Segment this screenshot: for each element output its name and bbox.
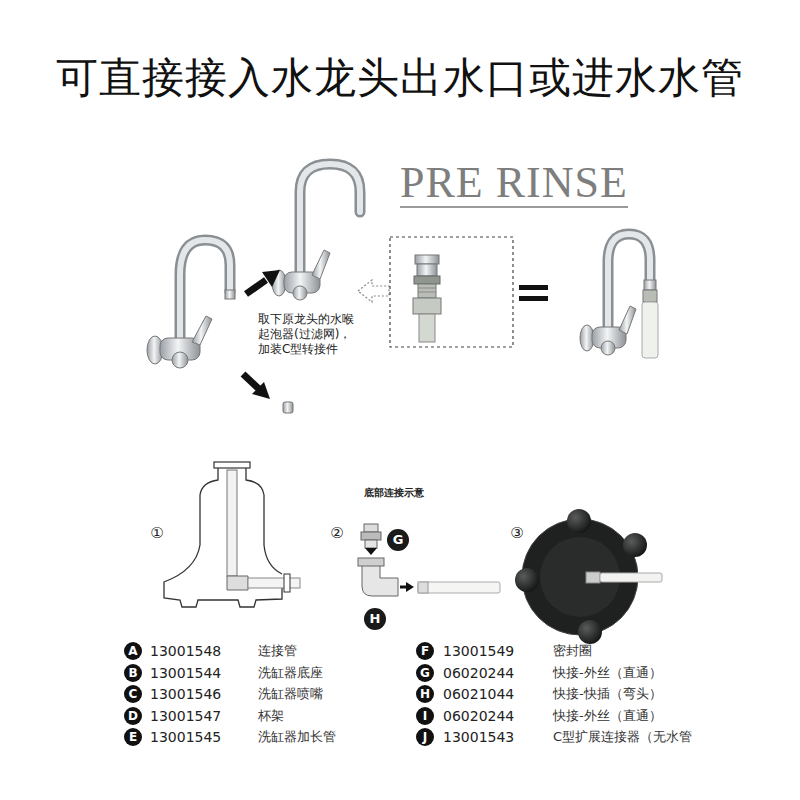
part-name: 快接-外丝（直通） [553, 664, 662, 682]
part-letter: H [364, 608, 386, 630]
part-letter: A [124, 642, 142, 660]
faucet [272, 164, 360, 300]
part-name: C型扩展连接器（无水管 [553, 728, 692, 746]
part-name: 密封圈 [553, 642, 592, 660]
part-letter: G [416, 664, 434, 682]
faucet [147, 240, 235, 368]
part-code: 13001544 [150, 664, 221, 682]
callout-number: ③ [510, 524, 523, 542]
part-letter: F [416, 642, 434, 660]
part-code: 13001548 [150, 642, 221, 660]
part-code: 13001546 [150, 685, 221, 703]
aerator [283, 402, 293, 413]
part-letter: G [387, 529, 409, 551]
part-code: 06020244 [443, 707, 514, 725]
part-code: 06021044 [443, 685, 514, 703]
callout-number: ② [330, 524, 343, 542]
part-name: 快接-外丝（直通） [553, 707, 662, 725]
note: 取下原龙头的水喉 起泡器(过滤网)， 加装C型转接件 [258, 312, 374, 357]
part-name: 连接管 [258, 642, 297, 660]
dashed-box [390, 237, 513, 347]
arrow [243, 374, 270, 399]
hollow-arrow [358, 280, 389, 302]
part-name: 洗缸器喷嘴 [258, 685, 323, 703]
title: 可直接接入水龙头出水口或进水水管 [56, 50, 744, 106]
part-name: 洗缸器加长管 [258, 728, 336, 746]
part-name: 快接-快插（弯头） [553, 685, 662, 703]
part-name: 杯架 [258, 707, 284, 725]
c-connector [413, 255, 441, 342]
part-letter: D [124, 707, 142, 725]
part-code: 13001547 [150, 707, 221, 725]
faucet [580, 234, 658, 358]
note: 底部连接示意 [364, 486, 424, 500]
callout-number: ① [150, 524, 163, 542]
part-code: 13001543 [443, 728, 514, 746]
watermark: PRE RINSE [400, 160, 628, 208]
part-letter: C [124, 685, 142, 703]
fittings [358, 524, 500, 596]
part-code: 06020244 [443, 664, 514, 682]
equals-sign [519, 285, 548, 301]
part-letter: B [124, 664, 142, 682]
washer-base [515, 509, 662, 644]
washer-outline [164, 462, 300, 607]
part-letter: E [124, 728, 142, 746]
arrow [246, 270, 280, 294]
part-letter: H [416, 685, 434, 703]
part-name: 洗缸器底座 [258, 664, 323, 682]
part-letter: J [416, 728, 434, 746]
part-code: 13001549 [443, 642, 514, 660]
part-letter: I [416, 707, 434, 725]
part-code: 13001545 [150, 728, 221, 746]
